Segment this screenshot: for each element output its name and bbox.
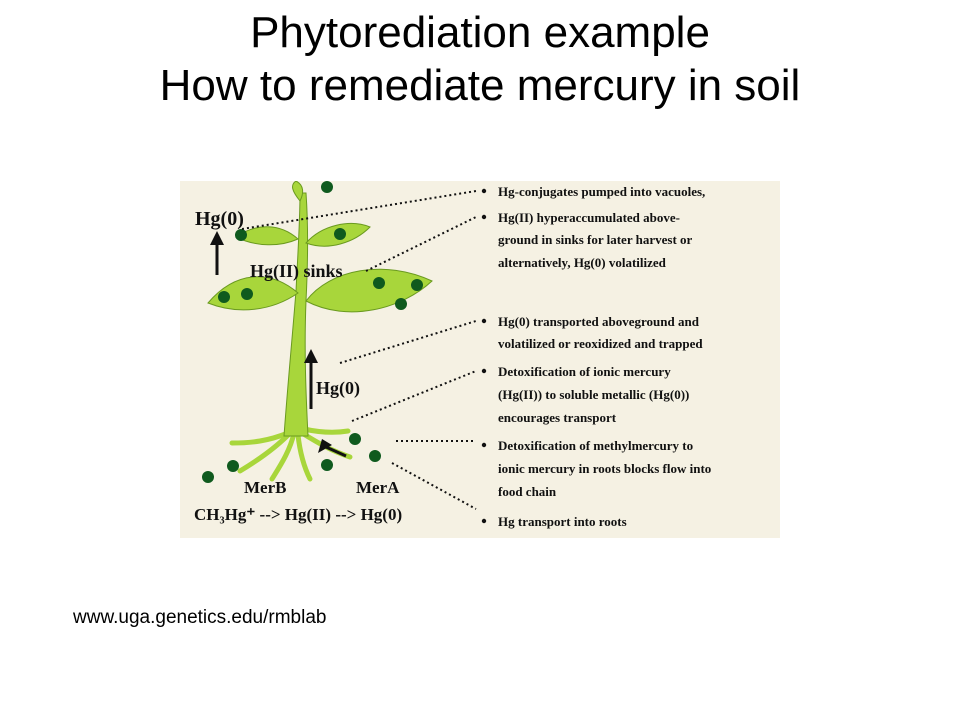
bullet-2-line-2: ground in sinks for later harvest or — [498, 232, 693, 247]
label-merb: MerB — [244, 478, 286, 497]
bullet-2-line-3: alternatively, Hg(0) volatilized — [498, 255, 667, 270]
bullet-3-line-2: volatilized or reoxidized and trapped — [498, 336, 703, 351]
label-equation: CH₃Hg⁺ --> Hg(II) --> Hg(0) — [194, 505, 402, 524]
bullet-markers — [481, 188, 487, 524]
label-hg2-sinks: Hg(II) sinks — [250, 261, 343, 282]
bullet-5-line-2: ionic mercury in roots blocks flow into — [498, 461, 711, 476]
label-mera: MerA — [356, 478, 400, 497]
source-url: www.uga.genetics.edu/rmblab — [73, 607, 327, 628]
bullet-3-line-1: Hg(0) transported aboveground and — [498, 314, 700, 329]
bullet-list: Hg-conjugates pumped into vacuoles, Hg(I… — [498, 184, 711, 529]
bullet-4-line-1: Detoxification of ionic mercury — [498, 364, 671, 379]
plant-diagram: Hg(0) Hg(II) sinks Hg(0) MerB MerA CH₃Hg… — [194, 181, 711, 529]
bullet-1-line-1: Hg-conjugates pumped into vacuoles, — [498, 184, 705, 199]
bullet-5-line-3: food chain — [498, 484, 557, 499]
bullet-4-line-2: (Hg(II)) to soluble metallic (Hg(0)) — [498, 387, 689, 402]
plant-stem — [283, 192, 309, 437]
bullet-5-line-1: Detoxification of methylmercury to — [498, 438, 693, 453]
arrows — [210, 231, 347, 458]
leader-lines — [241, 190, 477, 510]
bullet-4-line-3: encourages transport — [498, 410, 617, 425]
bullet-6-line-1: Hg transport into roots — [498, 514, 627, 529]
title-line-2: How to remediate mercury in soil — [159, 61, 801, 110]
mercury-dots — [202, 181, 423, 483]
label-hg0-stem: Hg(0) — [316, 378, 360, 399]
title-line-1: Phytorediation example — [250, 8, 710, 57]
phytoremediation-figure: Hg(0) Hg(II) sinks Hg(0) MerB MerA CH₃Hg… — [180, 181, 780, 538]
bullet-2-line-1: Hg(II) hyperaccumulated above- — [498, 210, 680, 225]
label-hg0-top: Hg(0) — [195, 208, 244, 230]
slide-title: Phytorediation example How to remediate … — [0, 6, 960, 112]
